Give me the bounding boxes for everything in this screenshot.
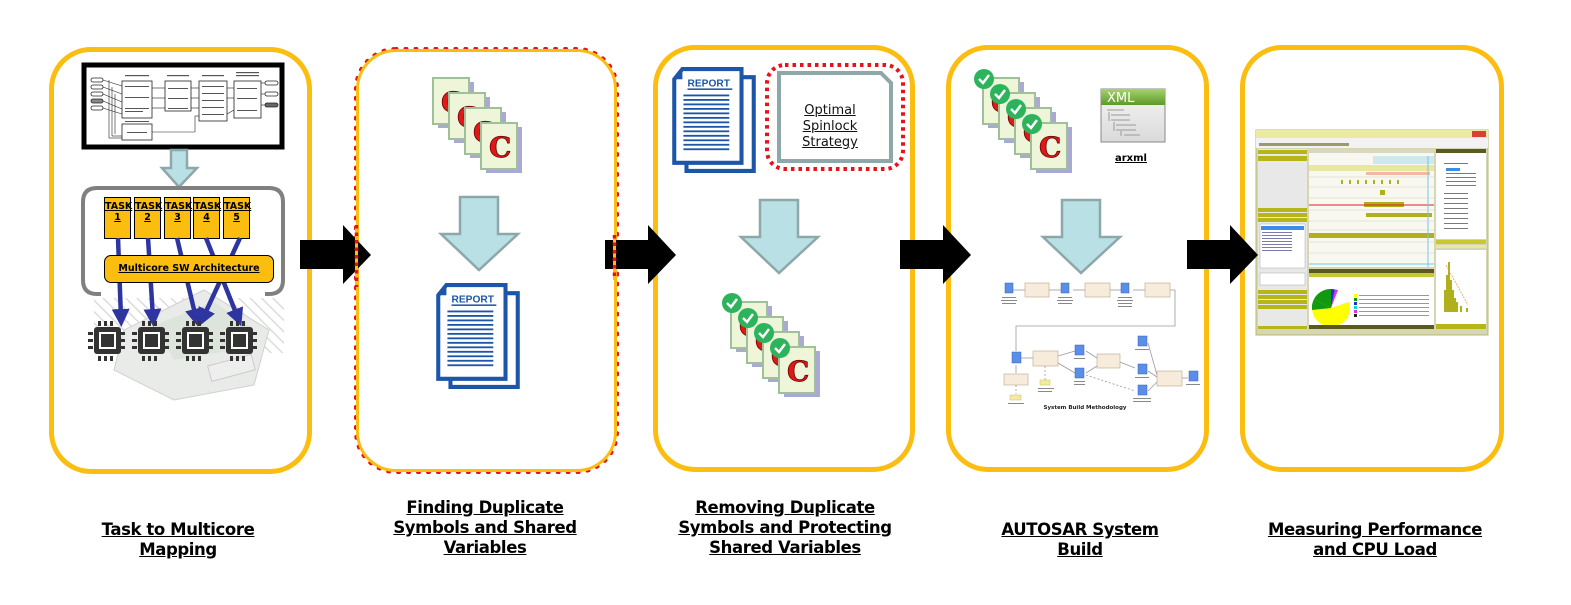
flow-arrow-icon	[1187, 225, 1259, 285]
multicore-architecture-block: Multicore SW Architecture	[104, 255, 274, 283]
xml-file-icon: XML	[1100, 88, 1166, 143]
system-build-methodology-diagram	[1001, 282, 1200, 404]
xml-badge-text: XML	[1107, 91, 1135, 106]
svg-text:C: C	[489, 131, 511, 164]
checkmark-icon	[738, 308, 758, 328]
verified-c-source-files-stack: C C C C	[721, 292, 836, 411]
report-label: REPORT	[688, 78, 731, 89]
verified-c-source-files-stack: C C C C	[973, 68, 1088, 187]
checkmark-icon	[770, 338, 790, 358]
spinlock-strategy-label: Optimal Spinlock Strategy	[802, 103, 858, 150]
c-source-file-icon: C	[480, 122, 522, 173]
down-arrow-icon	[437, 195, 522, 272]
c-source-file-icon: C	[1022, 114, 1072, 173]
system-build-methodology-caption: System Build Methodology	[1043, 405, 1127, 411]
down-arrow-icon	[1039, 198, 1124, 275]
flow-arrow-icon	[900, 225, 972, 285]
spinlock-strategy-highlight	[765, 63, 905, 171]
report-document-icon: REPORT	[672, 67, 756, 177]
task-group-bracket	[81, 186, 285, 296]
flow-arrow-icon	[300, 225, 372, 285]
down-arrow-icon	[737, 198, 822, 275]
cpu-core-icon	[176, 321, 213, 361]
checkmark-icon	[754, 323, 774, 343]
checkmark-icon	[1006, 99, 1026, 119]
report-document-icon: REPORT	[436, 283, 520, 393]
cpu-core-icon	[132, 321, 169, 361]
svg-text:C: C	[1039, 131, 1061, 164]
c-source-files-stack: C C C C	[423, 68, 538, 187]
arxml-label: arxml	[1115, 153, 1147, 164]
checkmark-icon	[990, 84, 1010, 104]
checkmark-icon	[1022, 114, 1042, 134]
c-source-file-icon: C	[770, 338, 820, 397]
report-label: REPORT	[452, 294, 495, 305]
highlight-border-segment	[354, 225, 359, 287]
block-diagram-icon	[81, 62, 285, 150]
checkmark-icon	[722, 293, 742, 313]
checkmark-icon	[974, 69, 994, 89]
performance-tool-screenshot	[1255, 129, 1489, 336]
cpu-core-icon	[220, 321, 257, 361]
svg-text:C: C	[787, 355, 809, 388]
flow-arrow-icon	[605, 225, 677, 285]
highlight-border-segment	[612, 235, 617, 280]
down-arrow-icon	[159, 148, 200, 189]
cpu-core-icon	[88, 321, 125, 361]
